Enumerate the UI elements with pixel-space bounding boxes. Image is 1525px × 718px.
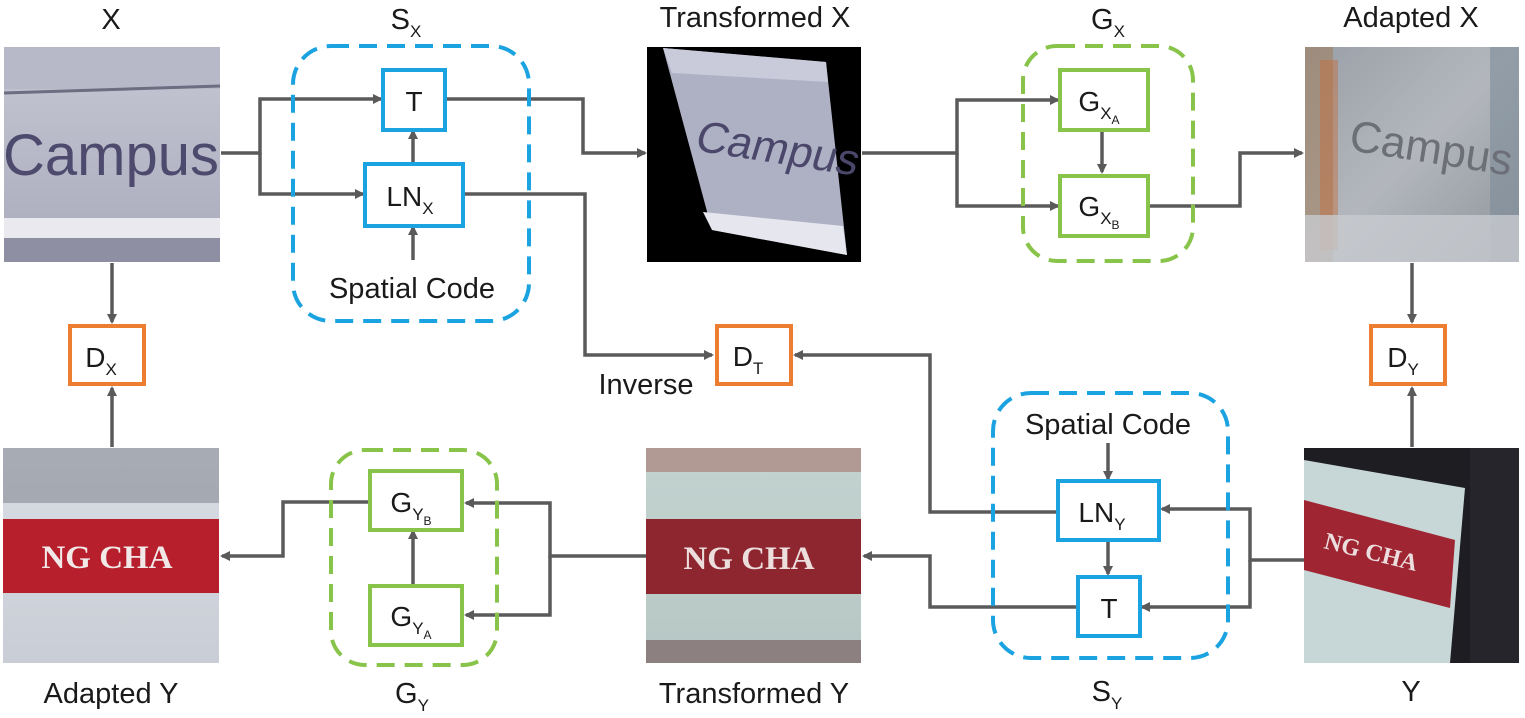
box-t-bottom: T [1076,575,1142,638]
label-sy: SY [1092,676,1123,713]
box-dx: DX [68,324,146,386]
label-transformed-y: Transformed Y [659,678,849,710]
spatial-code-top: Spatial Code [329,273,495,305]
image-adapted-y: NG CHA [3,448,219,663]
svg-text:GXA: GXA [1078,86,1119,127]
box-dy: DY [1369,324,1447,386]
image-transformed-y: NG CHA [646,448,861,663]
svg-text:DY: DY [1387,342,1419,379]
box-gxb: GXB [1058,174,1150,238]
box-dt: DT [715,324,793,386]
svg-text:T: T [405,86,422,117]
svg-text:T: T [1100,593,1117,624]
image-adapted-x: Campus [1305,47,1519,262]
box-gya: GYA [368,584,464,647]
sy-module-border [991,391,1230,660]
image-y: NG CHA [1304,448,1519,663]
image-transformed-x: Campus [647,47,866,262]
svg-text:GXB: GXB [1078,191,1119,232]
svg-text:LNX: LNX [386,181,433,218]
box-lny: LNY [1056,479,1161,542]
svg-text:GYA: GYA [390,601,431,642]
label-y: Y [1401,676,1420,708]
label-transformed-x: Transformed X [660,2,851,34]
label-x: X [101,4,120,36]
spatial-code-bottom: Spatial Code [1025,409,1191,441]
sx-module-border [291,44,531,323]
label-sx: SX [391,4,422,41]
image-x: Campus [3,47,221,262]
box-gyb: GYB [368,469,464,532]
svg-text:DT: DT [733,341,764,378]
connectors-top [107,94,1417,360]
svg-text:DX: DX [85,342,117,379]
image-transformed-y-text: NG CHA [683,541,814,577]
label-inverse: Inverse [598,369,693,401]
label-gx: GX [1091,4,1125,41]
gy-module-border [329,448,499,667]
gx-module-border [1021,44,1195,263]
box-lnx: LNX [363,162,465,228]
box-gxa: GXA [1058,68,1150,132]
label-gy: GY [395,678,429,715]
label-adapted-y: Adapted Y [44,678,179,710]
box-t-top: T [381,68,447,132]
image-adapted-y-text: NG CHA [41,540,172,576]
svg-text:GYB: GYB [390,487,431,528]
svg-text:LNY: LNY [1078,497,1125,534]
label-adapted-x: Adapted X [1343,2,1478,34]
image-x-text: Campus [3,123,219,188]
